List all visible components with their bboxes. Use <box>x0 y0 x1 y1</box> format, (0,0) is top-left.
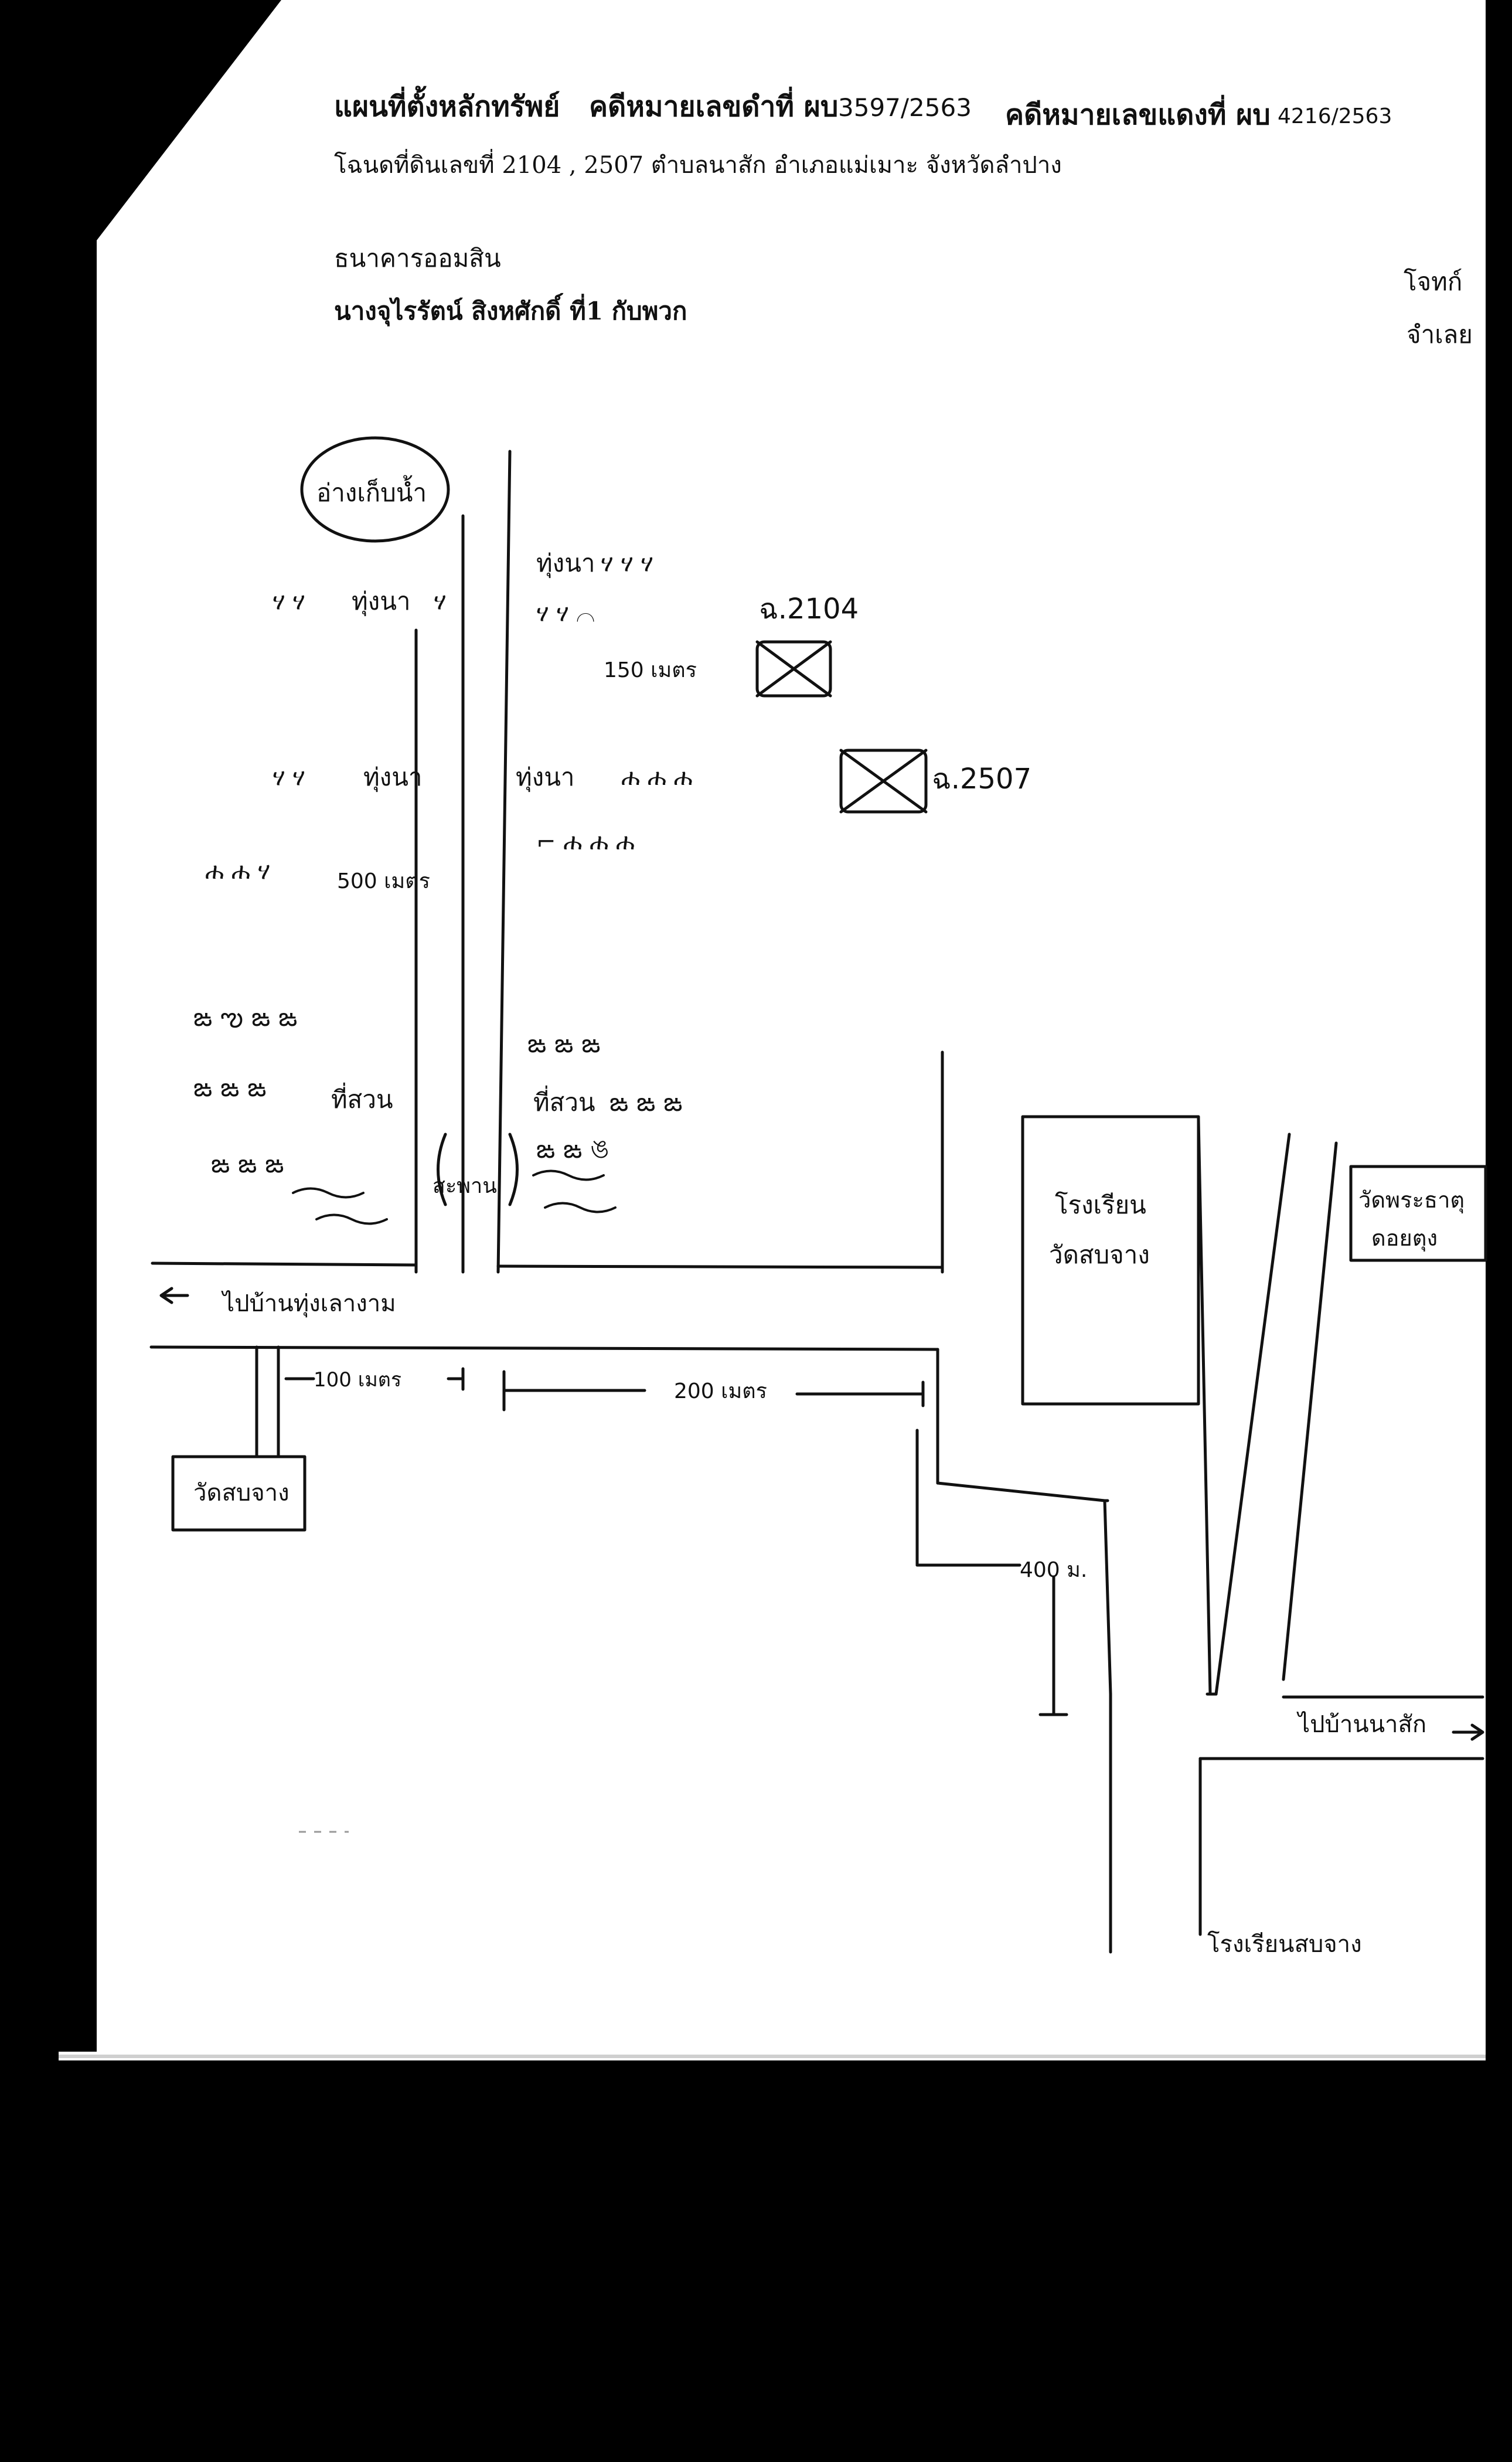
parcel-2507-label: ฉ.2507 <box>932 763 1031 795</box>
school-label-top: โรงเรียน <box>1055 1191 1146 1219</box>
main-road-north-edge <box>151 1261 418 1267</box>
east-road-west-edge <box>1197 1118 1212 1696</box>
paddy-mark: ሐ ሐ ሐ <box>621 764 693 791</box>
east-road-line <box>1214 1133 1291 1696</box>
wat-phra-that-label-top: วัดพระธาตุ <box>1358 1187 1465 1213</box>
tree-symbols: ఙ ఙ ఙ <box>609 1087 682 1117</box>
distance-100: 100 เมตร <box>314 1368 401 1392</box>
distance-500: 500 เมตร <box>337 869 430 893</box>
paddy-mark: ሃ ሃ <box>273 589 305 616</box>
paddy-mark: ⌐ ሐ ሐ ሐ <box>536 829 635 856</box>
paddy-label-4: ทุ่งนา <box>516 763 575 793</box>
title-deed-line: โฉนดที่ดินเลขที่ 2104 , 2507 ตำบลนาสัก อ… <box>334 149 1062 179</box>
tree-symbols: ఙ ఙ ঙ <box>536 1134 609 1164</box>
paddy-mark: ሃ ሃ ⌒ <box>536 600 595 627</box>
bridge-label: สะพาน <box>433 1174 497 1198</box>
parcel-2104-label: ฉ.2104 <box>759 593 859 625</box>
main-road-north-edge <box>496 1264 944 1269</box>
water-wave-marks <box>292 1187 388 1225</box>
tree-symbols: ఙ ఙ ఙ <box>211 1149 284 1179</box>
red-case-number: 4216/2563 <box>1278 104 1392 128</box>
parcel-2507-marker <box>839 749 928 814</box>
wat-phra-that-label-bottom: ดอยตุง <box>1371 1225 1438 1252</box>
arrow-left-icon <box>159 1287 189 1304</box>
tree-symbols: ఙ ఙ ఙ <box>193 1073 266 1103</box>
reservoir-outline <box>300 436 450 543</box>
to-thung-lao-label: ไปบ้านทุ่งเลางาม <box>221 1290 396 1318</box>
school-wat-sop-chang-box <box>1021 1115 1200 1406</box>
tree-symbols: ఙ ఙ ఙ <box>527 1029 600 1059</box>
red-case-label: คดีหมายเลขแดงที่ ผบ <box>1005 94 1271 131</box>
black-case-number: 3597/2563 <box>838 93 972 122</box>
paddy-mark: ሃ <box>434 589 446 616</box>
parcel-2104-marker <box>755 640 832 698</box>
tree-symbols: ఙ ఌ ఙ ఙ <box>193 1002 297 1032</box>
defendant-name: นางจุไรรัตน์ สิงหศักดิ์ ที่1 กับพวก <box>334 293 687 327</box>
defendant-role: จำเลย <box>1407 320 1473 349</box>
school-label-bottom: วัดสบจาง <box>1049 1240 1150 1269</box>
reservoir-label: อ่างเก็บน้ำ <box>316 475 427 507</box>
paddy-label-1: ทุ่งนา <box>352 587 411 617</box>
road-south-edge <box>1103 1499 1112 1696</box>
distance-150: 150 เมตร <box>604 658 697 682</box>
east-road-east-edge <box>1282 1141 1338 1681</box>
distance-200: 200 เมตร <box>674 1379 767 1403</box>
bridge-symbol <box>437 1133 519 1206</box>
to-na-sak-label: ไปบ้านนาสัก <box>1296 1711 1426 1738</box>
black-case-label: คดีหมายเลขดำที่ ผบ <box>589 86 838 123</box>
paddy-mark: ሃ ሃ ሃ <box>601 550 653 577</box>
plaintiff-name: ธนาคารออมสิน <box>334 244 501 273</box>
road-east-edge <box>496 450 512 1274</box>
map-title: แผนที่ตั้งหลักทรัพย์ <box>334 86 560 123</box>
wat-sop-chang-box <box>171 1455 307 1532</box>
wat-phra-that-doi-tung-box <box>1349 1165 1487 1262</box>
paddy-mark: ሐ ሐ ሃ <box>205 858 270 885</box>
water-wave-marks <box>532 1169 617 1213</box>
garden-label-left: ที่สวน <box>331 1083 393 1114</box>
main-road-south-edge <box>149 1345 939 1351</box>
paper-sheet <box>59 0 1486 2060</box>
plaintiff-role: โจทก์ <box>1404 267 1462 296</box>
arrow-right-icon <box>1452 1723 1484 1741</box>
garden-label-right: ที่สวน <box>533 1086 595 1117</box>
road-bend-line <box>936 1481 1106 1502</box>
paddy-label-3: ทุ่งนา <box>363 763 423 793</box>
paddy-label-2: ทุ่งนา <box>536 549 595 579</box>
paddy-mark: ሃ ሃ <box>273 764 305 791</box>
wat-sop-chang-label: วัดสบจาง <box>193 1480 290 1507</box>
school-sop-chang-label: โรงเรียนสบจาง <box>1207 1931 1362 1958</box>
